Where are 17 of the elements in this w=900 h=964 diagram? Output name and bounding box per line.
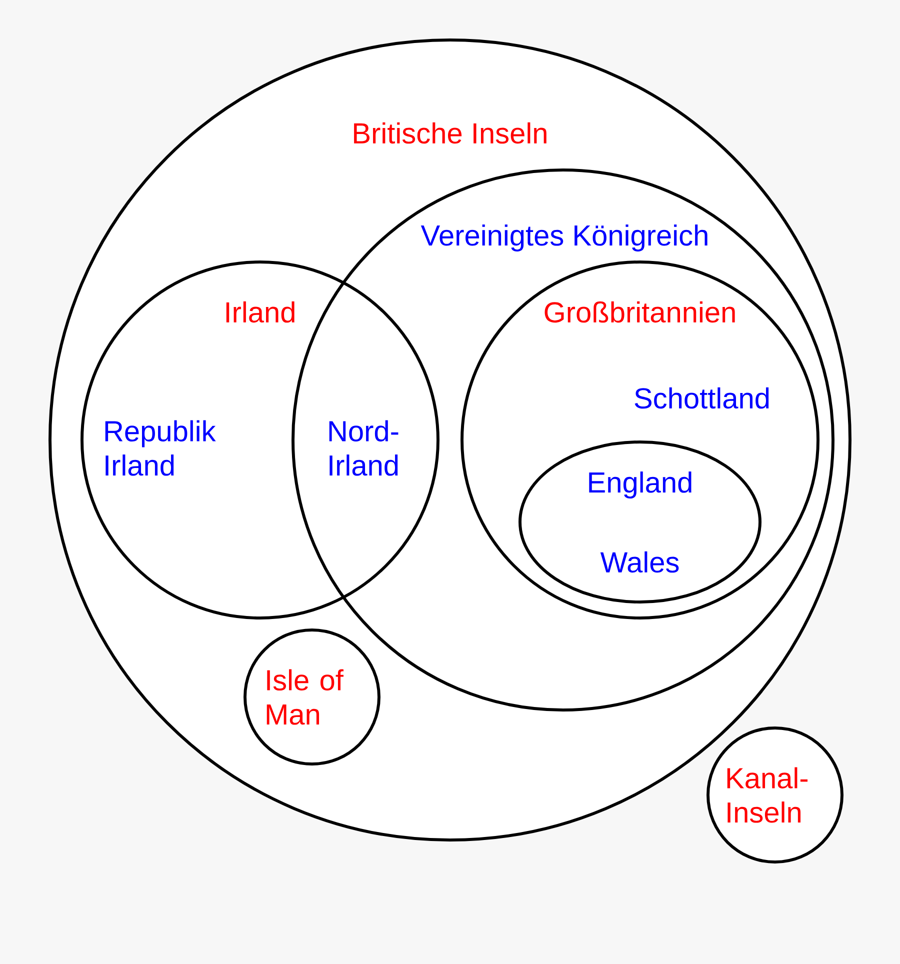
circle [244,628,380,766]
region-label: Kanal-Inseln [727,767,808,823]
region-label: Republik Irland [105,420,216,476]
region-label: Nord-Irland [329,420,398,476]
region-label: Irland [226,301,294,323]
circle [80,260,440,620]
region-label: Schottland [634,387,769,409]
circle [48,38,852,842]
circle [460,260,820,620]
ellipse [518,440,762,604]
region-label: Britische Inseln [354,122,546,144]
region-label: Vereinigtes Königreich [420,224,708,252]
region-label: Wales [600,551,679,573]
region-label: England [589,472,692,498]
region-label: Isle of Man [266,669,344,725]
region-label: Großbritannien [544,301,735,323]
circle [706,726,844,864]
